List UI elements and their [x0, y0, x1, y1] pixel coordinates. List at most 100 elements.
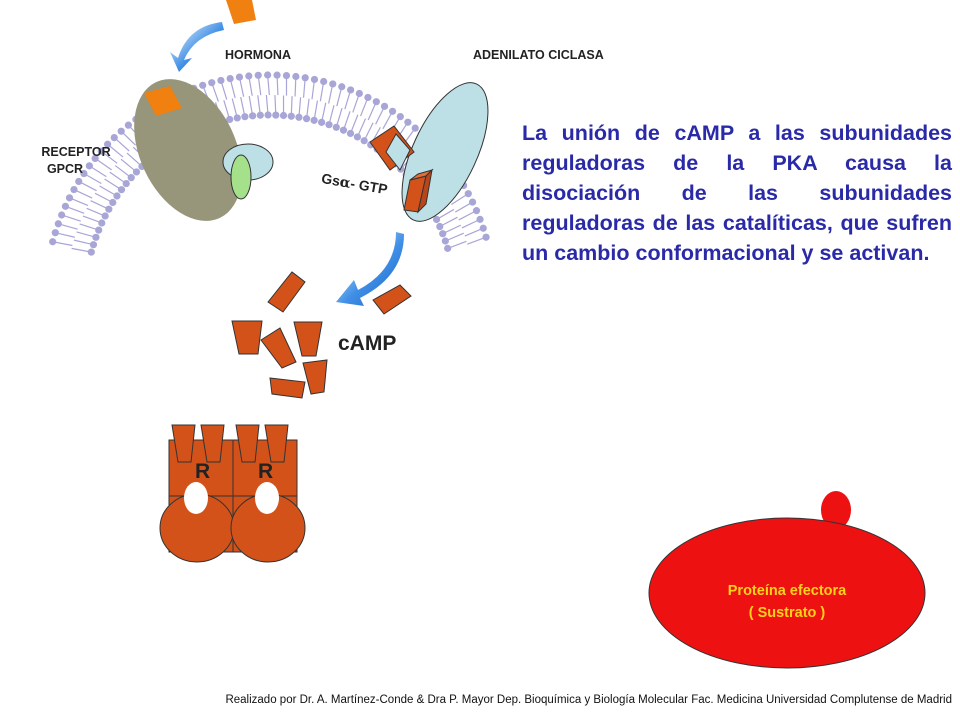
lipid-head	[58, 211, 66, 219]
gtp-molecule	[385, 133, 411, 171]
lipid-head	[122, 179, 130, 188]
lipid-head	[318, 118, 326, 126]
adenylate-cyclase-label: ADENILATO CICLASA	[473, 48, 604, 62]
lipid-head	[353, 133, 362, 141]
lipid-head	[245, 72, 253, 80]
lipid-head	[117, 127, 125, 135]
lipid-head	[273, 71, 281, 79]
lipid-head	[110, 134, 118, 142]
g-protein-gamma-subunit	[230, 154, 252, 200]
receptor-label-line2: GPCR	[46, 162, 84, 176]
lipid-head	[346, 129, 355, 138]
lipid-head	[97, 147, 105, 155]
lipid-head	[75, 177, 83, 186]
lipid-head	[404, 118, 412, 126]
lipid-head	[217, 76, 225, 85]
lipid-head	[436, 222, 444, 231]
lipid-head	[98, 219, 106, 227]
lipid-head	[85, 162, 93, 170]
regulatory-label-left: R	[195, 460, 211, 483]
camp-molecule	[231, 320, 263, 355]
lipid-head	[287, 112, 295, 120]
lipid-head	[444, 244, 452, 252]
pka-holoenzyme	[159, 424, 306, 563]
lipid-head	[226, 74, 234, 83]
lipid-head	[332, 123, 340, 131]
receptor-label-line1: RECEPTOR	[41, 145, 111, 159]
lipid-head	[295, 113, 303, 121]
lipid-head	[380, 102, 389, 110]
lipid-head	[468, 198, 477, 206]
lipid-head	[411, 124, 419, 132]
gtp-rod-side	[417, 168, 433, 214]
lipid-head	[208, 79, 216, 87]
lipid-head	[104, 140, 112, 148]
gpcr-receptor	[134, 79, 242, 221]
lipid-head	[364, 93, 372, 102]
lipid-head	[226, 115, 234, 124]
lipid-head	[396, 112, 404, 121]
lipid-head	[117, 186, 126, 194]
lipid-head	[233, 114, 241, 122]
explanation-text: La unión de cAMP a las subunidades regul…	[522, 121, 952, 265]
lipid-head	[282, 72, 291, 80]
lipid-head	[61, 202, 70, 210]
camp-label: cAMP	[338, 332, 397, 355]
lipid-head	[355, 89, 363, 98]
lipid-head	[248, 112, 257, 120]
lipid-head	[292, 72, 300, 81]
bound-hormone	[144, 86, 182, 116]
active-site-right	[255, 482, 279, 514]
lipid-head	[439, 230, 447, 238]
hormone-binding-arrow	[170, 22, 224, 72]
lipid-head	[95, 226, 103, 234]
lipid-head	[301, 74, 309, 82]
bound-camp	[171, 424, 196, 463]
lipid-head	[264, 71, 272, 79]
lipid-head	[279, 111, 288, 120]
free-hormone	[226, 0, 256, 24]
bound-camp	[235, 424, 260, 463]
lipid-head	[264, 111, 272, 119]
bound-camp	[264, 424, 289, 463]
camp-molecule	[302, 359, 328, 395]
lipid-head	[54, 220, 62, 228]
lipid-head	[70, 185, 78, 194]
lipid-head	[132, 168, 141, 176]
lipid-head	[109, 198, 117, 207]
camp-molecule	[260, 327, 297, 369]
lipid-head	[432, 215, 441, 224]
lipid-head	[51, 229, 59, 237]
lipid-head	[91, 154, 99, 163]
lipid-head	[92, 233, 100, 241]
lipid-head	[310, 75, 319, 84]
lipid-head	[235, 73, 244, 81]
lipid-head	[105, 205, 113, 213]
receptor-label: RECEPTOR GPCR	[28, 144, 124, 178]
lipid-head	[310, 116, 318, 124]
lipid-head	[441, 237, 449, 245]
lipid-head	[472, 207, 481, 215]
camp-molecule	[269, 377, 306, 399]
active-site-left	[184, 482, 208, 514]
lipid-head	[101, 212, 109, 220]
lipid-head	[89, 241, 98, 249]
lipid-head	[272, 111, 280, 119]
camp-molecule	[267, 271, 306, 313]
camp-molecule	[372, 284, 412, 315]
camp-molecules	[231, 271, 412, 399]
lipid-head	[49, 238, 57, 246]
lipid-head	[320, 77, 328, 86]
lipid-head	[256, 111, 264, 119]
lipid-head	[372, 98, 380, 106]
hormone-label: HORMONA	[225, 48, 291, 62]
lipid-head	[241, 113, 249, 121]
lipid-head	[360, 137, 368, 145]
lipid-head	[124, 121, 133, 129]
effector-label-line2: ( Sustrato )	[748, 605, 826, 621]
lipid-head	[388, 107, 397, 115]
camp-production-arrow	[336, 232, 404, 306]
lipid-head	[339, 126, 348, 134]
lipid-head	[254, 71, 262, 79]
effector-protein	[648, 517, 926, 669]
